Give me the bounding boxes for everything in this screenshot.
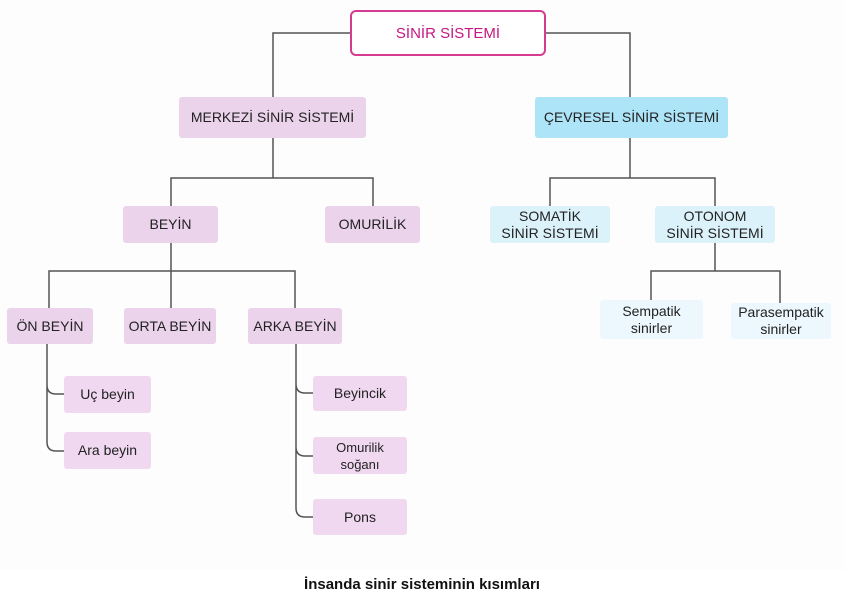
node-label: ÖN BEYİN	[16, 317, 84, 334]
node-label-line-1: OTONOM	[683, 207, 747, 224]
node-nervous-system: SİNİR SİSTEMİ	[350, 10, 546, 56]
node-medulla-oblongata: Omurilik soğanı	[313, 437, 407, 474]
connector-brain-children	[48, 243, 296, 308]
node-label: Uç beyin	[80, 386, 135, 402]
connector-lines	[46, 32, 781, 518]
node-label: Ara beyin	[77, 442, 138, 458]
connector-autonomic-children	[650, 243, 781, 303]
node-label: Beyincik	[333, 385, 387, 401]
node-label-line-1: SOMATİK	[519, 207, 581, 224]
connector-hindbrain-parts	[295, 344, 313, 518]
connector-forebrain-parts	[46, 344, 64, 452]
figure-caption: İnsanda sinir sisteminin kısımları	[304, 576, 540, 593]
node-label-line-2: SİNİR SİSTEMİ	[501, 224, 599, 241]
diagram-canvas: SİNİR SİSTEMİ MERKEZİ SİNİR SİSTEMİ ÇEVR…	[7, 10, 831, 535]
node-label: MERKEZİ SİNİR SİSTEMİ	[190, 109, 355, 125]
node-pons: Pons	[313, 499, 407, 535]
node-cerebellum: Beyincik	[313, 376, 407, 411]
node-spinal-cord: OMURİLİK	[325, 206, 420, 243]
node-label-line-2: SİNİR SİSTEMİ	[666, 224, 764, 241]
node-label: ARKA BEYİN	[253, 317, 337, 334]
node-label: OMURİLİK	[338, 216, 407, 232]
node-brain: BEYİN	[123, 206, 218, 243]
connector-central-children	[170, 138, 374, 206]
node-label: ORTA BEYİN	[128, 317, 212, 334]
node-telencephalon: Uç beyin	[64, 376, 151, 413]
node-label-line-1: Sempatik	[622, 302, 681, 319]
node-hindbrain: ARKA BEYİN	[248, 308, 342, 344]
node-central-nervous-system: MERKEZİ SİNİR SİSTEMİ	[179, 97, 366, 138]
node-midbrain: ORTA BEYİN	[124, 308, 216, 344]
node-somatic-nervous-system: SOMATİK SİNİR SİSTEMİ	[490, 206, 610, 243]
node-label: BEYİN	[149, 216, 192, 232]
node-peripheral-nervous-system: ÇEVRESEL SİNİR SİSTEMİ	[535, 97, 728, 138]
node-label-line-1: Parasempatik	[738, 304, 824, 320]
node-parasympathetic-nerves: Parasempatik sinirler	[731, 303, 831, 339]
node-label-line-2: sinirler	[760, 321, 802, 337]
node-label-line-2: soğanı	[340, 456, 380, 472]
connector-root-central	[272, 32, 350, 97]
node-label: SİNİR SİSTEMİ	[395, 24, 501, 42]
node-label: ÇEVRESEL SİNİR SİSTEMİ	[543, 109, 720, 125]
node-label-line-2: sinirler	[630, 319, 673, 336]
node-forebrain: ÖN BEYİN	[7, 308, 93, 344]
connector-peripheral-children	[549, 138, 716, 206]
node-label: Pons	[344, 508, 376, 525]
node-label-line-1: Omurilik	[336, 439, 384, 455]
connector-root-peripheral	[546, 32, 631, 97]
node-diencephalon: Ara beyin	[64, 432, 151, 469]
node-sympathetic-nerves: Sempatik sinirler	[600, 300, 703, 339]
node-autonomic-nervous-system: OTONOM SİNİR SİSTEMİ	[655, 206, 775, 243]
